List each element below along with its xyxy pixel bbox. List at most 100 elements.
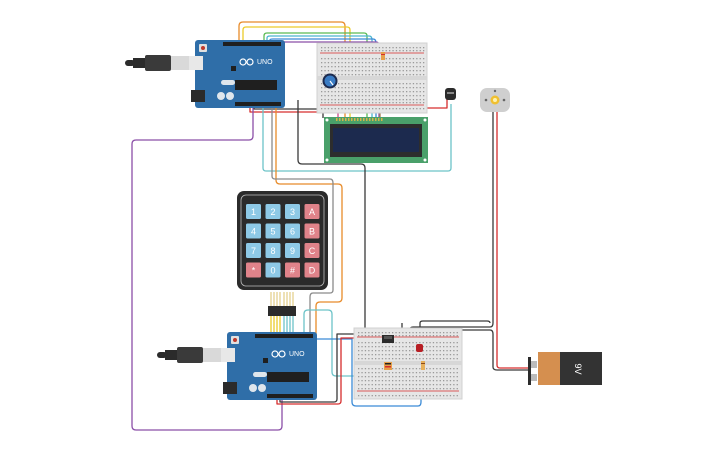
breadboard-hole[interactable] bbox=[338, 87, 340, 89]
breadboard-hole[interactable] bbox=[398, 346, 401, 348]
breadboard-hole[interactable] bbox=[361, 66, 364, 68]
breadboard-hole[interactable] bbox=[378, 388, 380, 390]
breadboard-hole[interactable] bbox=[382, 74, 384, 76]
breadboard-hole[interactable] bbox=[446, 342, 448, 344]
breadboard-hole[interactable] bbox=[365, 91, 367, 93]
breadboard-hole[interactable] bbox=[361, 47, 364, 49]
breadboard-hole[interactable] bbox=[358, 376, 360, 378]
breadboard-hole[interactable] bbox=[361, 87, 364, 89]
breadboard-hole[interactable] bbox=[419, 102, 421, 104]
breadboard-hole[interactable] bbox=[399, 91, 401, 93]
breadboard-hole[interactable] bbox=[368, 58, 370, 60]
keypad-key-face[interactable] bbox=[304, 204, 320, 219]
breadboard-hole[interactable] bbox=[364, 354, 367, 356]
breadboard-hole[interactable] bbox=[405, 380, 407, 382]
breadboard-hole[interactable] bbox=[324, 66, 326, 68]
breadboard-hole[interactable] bbox=[372, 83, 374, 85]
breadboard-hole[interactable] bbox=[446, 354, 448, 356]
breadboard-hole[interactable] bbox=[423, 87, 425, 89]
breadboard-hole[interactable] bbox=[395, 354, 397, 356]
lcd-pin[interactable] bbox=[345, 118, 347, 121]
breadboard-hole[interactable] bbox=[321, 83, 323, 85]
breadboard-hole[interactable] bbox=[405, 358, 407, 360]
breadboard-hole[interactable] bbox=[365, 66, 367, 68]
keypad-key-face[interactable] bbox=[285, 243, 300, 258]
breadboard-hole[interactable] bbox=[355, 87, 357, 89]
breadboard-hole[interactable] bbox=[381, 372, 384, 374]
breadboard-hole[interactable] bbox=[334, 108, 336, 110]
breadboard-hole[interactable] bbox=[375, 50, 377, 52]
keypad-key-face[interactable] bbox=[265, 223, 281, 239]
breadboard-hole[interactable] bbox=[321, 50, 323, 52]
breadboard-hole[interactable] bbox=[392, 380, 394, 382]
breadboard-hole[interactable] bbox=[409, 342, 411, 344]
breadboard-hole[interactable] bbox=[449, 372, 452, 374]
breadboard-hole[interactable] bbox=[412, 332, 414, 334]
breadboard-hole[interactable] bbox=[392, 58, 394, 60]
breadboard-hole[interactable] bbox=[382, 66, 384, 68]
breadboard-hole[interactable] bbox=[439, 384, 441, 386]
breadboard-hole[interactable] bbox=[371, 354, 373, 356]
breadboard-hole[interactable] bbox=[361, 108, 364, 110]
breadboard-hole[interactable] bbox=[453, 346, 455, 348]
breadboard-hole[interactable] bbox=[388, 395, 390, 397]
breadboard-hole[interactable] bbox=[412, 47, 415, 49]
breadboard-hole[interactable] bbox=[395, 346, 397, 348]
breadboard-hole[interactable] bbox=[429, 335, 431, 337]
breadboard-hole[interactable] bbox=[416, 102, 418, 104]
breadboard-hole[interactable] bbox=[382, 87, 384, 89]
breadboard-hole[interactable] bbox=[405, 332, 407, 334]
breadboard-hole[interactable] bbox=[429, 372, 431, 374]
breadboard-hole[interactable] bbox=[432, 346, 435, 348]
breadboard-hole[interactable] bbox=[399, 74, 401, 76]
breadboard-hole[interactable] bbox=[388, 350, 390, 352]
breadboard-hole[interactable] bbox=[361, 58, 364, 60]
breadboard-hole[interactable] bbox=[449, 395, 452, 397]
breadboard-hole[interactable] bbox=[361, 368, 363, 370]
breadboard-hole[interactable] bbox=[361, 91, 364, 93]
breadboard-hole[interactable] bbox=[355, 58, 357, 60]
breadboard-hole[interactable] bbox=[389, 74, 391, 76]
breadboard-hole[interactable] bbox=[364, 342, 367, 344]
breadboard-hole[interactable] bbox=[443, 395, 445, 397]
breadboard-hole[interactable] bbox=[344, 83, 347, 85]
breadboard-hole[interactable] bbox=[453, 376, 455, 378]
breadboard-hole[interactable] bbox=[371, 395, 373, 397]
breadboard-hole[interactable] bbox=[395, 368, 397, 370]
breadboard-hole[interactable] bbox=[399, 47, 401, 49]
breadboard-hole[interactable] bbox=[368, 95, 370, 97]
breadboard-hole[interactable] bbox=[378, 380, 380, 382]
breadboard-hole[interactable] bbox=[358, 70, 360, 72]
breadboard-hole[interactable] bbox=[327, 95, 330, 97]
breadboard-hole[interactable] bbox=[341, 83, 343, 85]
breadboard-hole[interactable] bbox=[395, 66, 398, 68]
breadboard-hole[interactable] bbox=[389, 83, 391, 85]
breadboard-hole[interactable] bbox=[385, 99, 387, 101]
breadboard-hole[interactable] bbox=[392, 346, 394, 348]
breadboard-hole[interactable] bbox=[338, 70, 340, 72]
breadboard-hole[interactable] bbox=[405, 354, 407, 356]
breadboard-hole[interactable] bbox=[385, 47, 387, 49]
lcd-pin[interactable] bbox=[360, 118, 362, 121]
breadboard-hole[interactable] bbox=[426, 354, 428, 356]
breadboard-hole[interactable] bbox=[331, 47, 333, 49]
breadboard-hole[interactable] bbox=[351, 58, 353, 60]
breadboard-hole[interactable] bbox=[395, 380, 397, 382]
breadboard-hole[interactable] bbox=[446, 346, 448, 348]
breadboard-hole[interactable] bbox=[432, 395, 435, 397]
lcd-pin[interactable] bbox=[375, 118, 377, 121]
breadboard-hole[interactable] bbox=[378, 354, 380, 356]
keypad-key-8[interactable]: 8 bbox=[265, 243, 281, 258]
breadboard-hole[interactable] bbox=[372, 99, 374, 101]
breadboard-hole[interactable] bbox=[392, 332, 394, 334]
breadboard-hole[interactable] bbox=[378, 384, 380, 386]
breadboard-hole[interactable] bbox=[392, 376, 394, 378]
wire-green-top[interactable] bbox=[263, 32, 368, 118]
keypad-key-1[interactable]: 1 bbox=[246, 204, 261, 219]
breadboard-hole[interactable] bbox=[331, 95, 333, 97]
breadboard-hole[interactable] bbox=[449, 368, 452, 370]
breadboard-hole[interactable] bbox=[402, 66, 404, 68]
breadboard-hole[interactable] bbox=[388, 380, 390, 382]
breadboard-hole[interactable] bbox=[371, 335, 373, 337]
breadboard-hole[interactable] bbox=[389, 47, 391, 49]
